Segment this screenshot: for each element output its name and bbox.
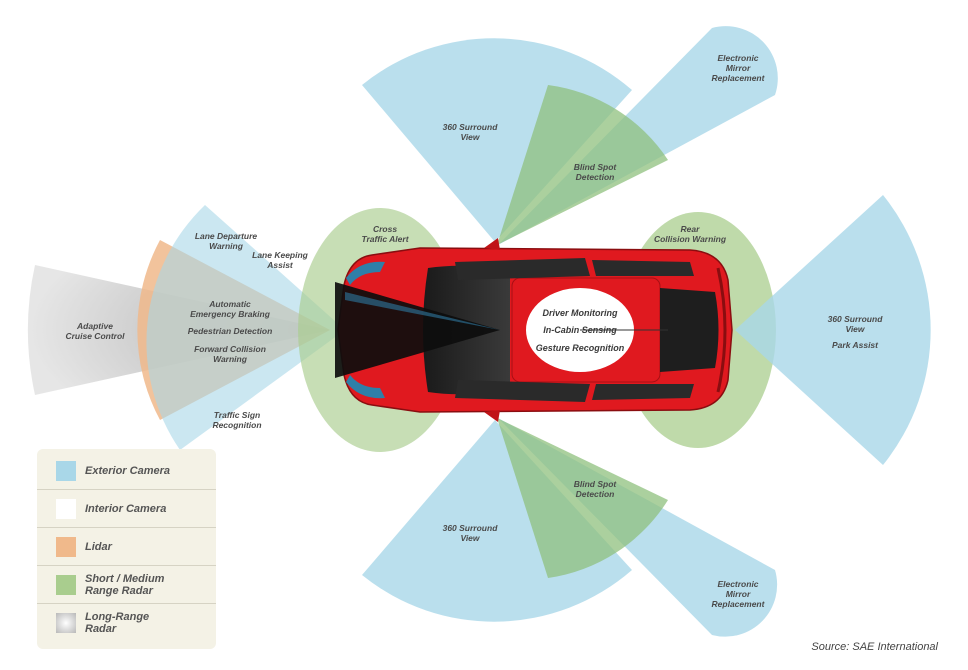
long-range-radar-swatch (56, 613, 76, 633)
legend-label: Exterior Camera (85, 465, 170, 477)
legend-item-radar: Short / Medium Range Radar (37, 566, 216, 604)
side-windows-bottom (455, 380, 694, 402)
mirror-bottom-label: Electronic Mirror Replacement (711, 579, 765, 609)
top-blind-spot-zone (497, 85, 668, 245)
blind-spot-bottom-label: Blind Spot Detection (573, 479, 617, 499)
exterior-camera-swatch (56, 461, 76, 481)
interior-camera-swatch (56, 499, 76, 519)
legend-label: Short / Medium Range Radar (85, 573, 165, 597)
side-windows-top (455, 258, 694, 280)
surround-view-rear-label: 360 Surround View (827, 314, 883, 334)
legend-label: Lidar (85, 541, 112, 553)
rear-collision-label: Rear Collision Warning (653, 224, 727, 244)
forward-collision-label: Forward Collision Warning (194, 344, 266, 364)
headlight-top (346, 261, 385, 285)
blind-spot-top-label: Blind Spot Detection (573, 162, 617, 182)
pedestrian-detection-label: Pedestrian Detection (187, 326, 273, 336)
front-camera-zone (146, 205, 345, 450)
right-mirror (484, 410, 500, 422)
driver-monitoring-label: Driver Monitoring (542, 308, 618, 318)
legend-item-long-range-radar: Long-Range Radar (37, 604, 216, 642)
surround-view-top-label: 360 Surround View (442, 122, 498, 142)
adaptive-cruise-label: Adaptive Cruise Control (65, 321, 125, 341)
rear-window (660, 288, 719, 372)
legend-item-interior-camera: Interior Camera (37, 490, 216, 528)
forward-camera-beam-highlight (345, 292, 500, 330)
traffic-sign-label: Traffic Sign Recognition (212, 410, 262, 430)
legend-item-lidar: Lidar (37, 528, 216, 566)
radar-swatch (56, 575, 76, 595)
park-assist-label: Park Assist (832, 340, 878, 350)
legend-item-exterior-camera: Exterior Camera (37, 452, 216, 490)
lane-departure-label: Lane Departure Warning (194, 231, 258, 251)
surround-view-bottom-label: 360 Surround View (442, 523, 498, 543)
bottom-blind-spot-zone (497, 418, 668, 578)
cross-traffic-label: Cross Traffic Alert (361, 224, 409, 244)
lidar-swatch (56, 537, 76, 557)
in-cabin-sensing-label: In-Cabin Sensing (543, 325, 617, 335)
legend-label: Long-Range Radar (85, 611, 150, 635)
aeb-label: Automatic Emergency Braking (190, 299, 270, 319)
left-mirror (484, 238, 500, 250)
mirror-top-label: Electronic Mirror Replacement (711, 53, 765, 83)
headlight-bottom (346, 375, 385, 399)
legend: Exterior Camera Interior Camera Lidar Sh… (37, 449, 216, 649)
gesture-recognition-label: Gesture Recognition (535, 343, 625, 353)
tail (716, 267, 727, 393)
source-credit: Source: SAE International (811, 641, 938, 653)
legend-label: Interior Camera (85, 503, 167, 515)
lane-keeping-label: Lane Keeping Assist (252, 250, 308, 270)
rear-camera-zone (735, 195, 931, 465)
